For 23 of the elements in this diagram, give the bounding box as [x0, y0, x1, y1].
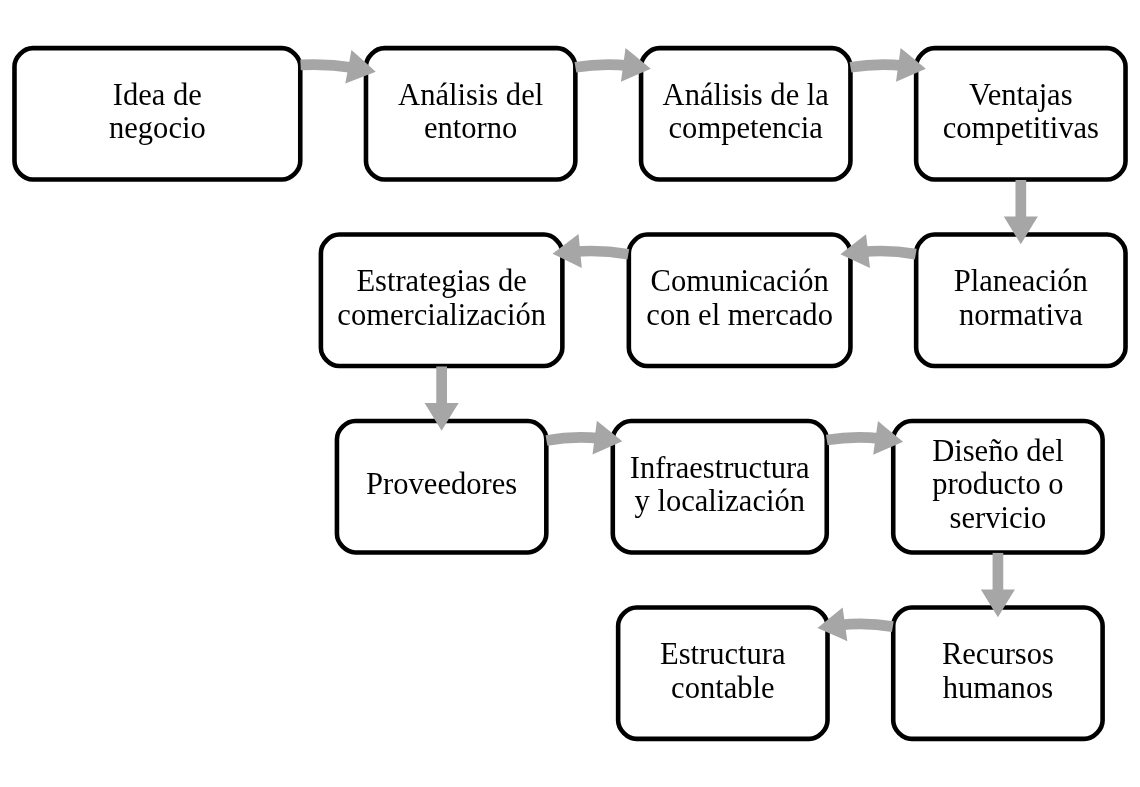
node-box: Idea de negocio [12, 45, 303, 182]
arrow [552, 234, 630, 268]
node-box: Planeación normativa [913, 232, 1128, 369]
node-box: Estrategias de comercialización [318, 232, 565, 369]
node-box: Proveedores [334, 418, 549, 555]
arrow [545, 420, 623, 455]
node-box: Análisis de la competencia [638, 45, 853, 182]
arrow [817, 607, 894, 642]
arrow [826, 421, 904, 455]
arrow [840, 234, 917, 269]
node-box: Recursos humanos [890, 605, 1105, 742]
arrow [1003, 180, 1038, 245]
node-box: Ventajas competitivas [913, 45, 1128, 182]
node-box: Estructura contable [615, 605, 830, 742]
arrow [574, 48, 651, 82]
node-box: Infraestructura y localización [610, 418, 830, 555]
arrow [300, 49, 376, 84]
node-box: Diseño del producto o servicio [890, 418, 1105, 555]
arrow [849, 48, 926, 82]
node-box: Análisis del entorno [363, 45, 578, 182]
arrow [424, 366, 459, 431]
node-box: Comunicación con el mercado [626, 232, 853, 369]
arrow [980, 552, 1015, 618]
